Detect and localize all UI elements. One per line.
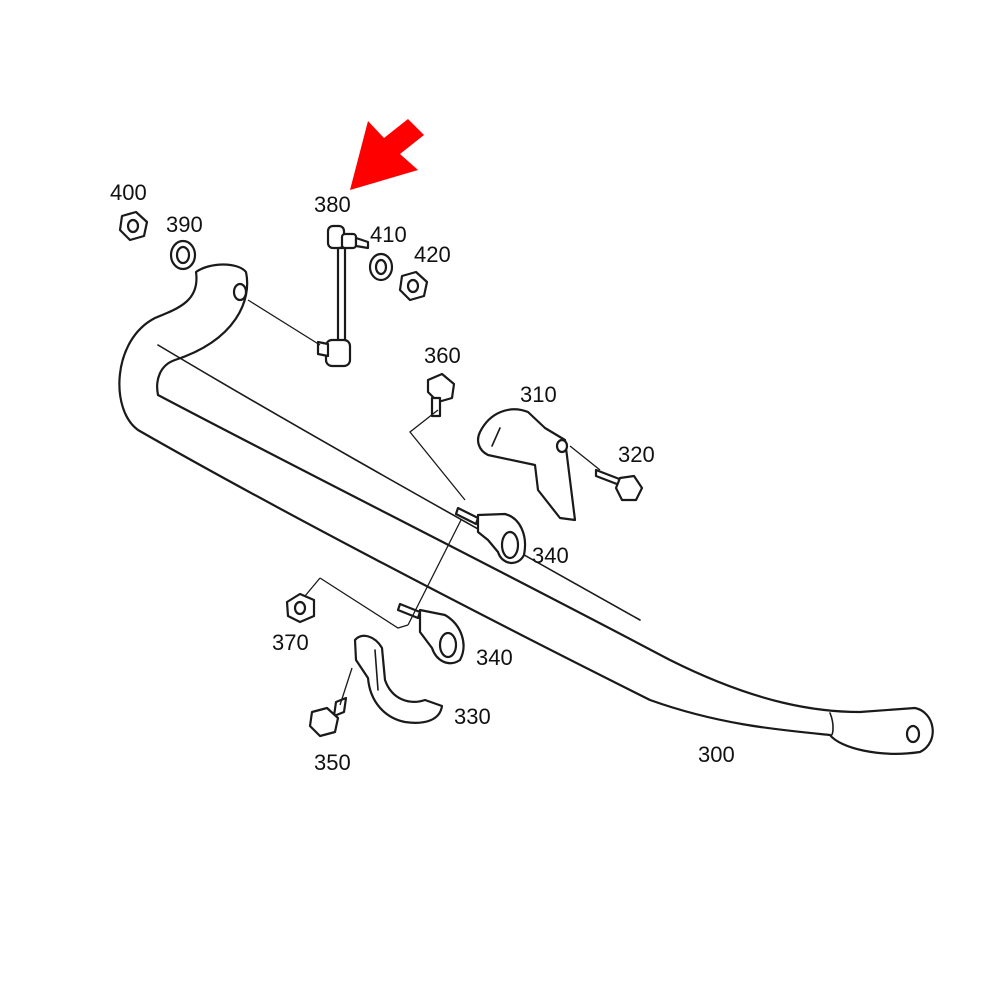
callout-340-lower: 340 [476, 645, 513, 670]
callout-330: 330 [454, 704, 491, 729]
callout-420: 420 [414, 242, 451, 267]
callout-350: 350 [314, 750, 351, 775]
callout-380: 380 [314, 192, 351, 217]
washer-390 [169, 239, 197, 271]
bolt-320 [594, 468, 644, 502]
bolt-350 [308, 696, 348, 738]
bushing-340-upper [454, 506, 527, 564]
bushing-340-lower [396, 602, 465, 665]
stabilizer-bar-300 [118, 263, 934, 755]
callout-340-upper: 340 [532, 543, 569, 568]
callout-390: 390 [166, 212, 203, 237]
callout-320: 320 [618, 442, 655, 467]
highlight-arrow [350, 119, 424, 190]
leader-lines [247, 299, 601, 706]
stabilizer-link-380 [316, 224, 370, 368]
callout-410: 410 [370, 222, 407, 247]
nut-370 [285, 592, 316, 624]
nut-400 [118, 210, 149, 242]
nut-420 [398, 270, 429, 302]
callout-300: 300 [698, 742, 735, 767]
callout-370: 370 [272, 630, 309, 655]
callout-360: 360 [424, 343, 461, 368]
callout-400: 400 [110, 180, 147, 205]
clamp-330 [353, 634, 444, 724]
bolt-360 [426, 372, 456, 418]
bracket-310 [477, 408, 577, 522]
washer-410 [368, 252, 394, 282]
callout-310: 310 [520, 382, 557, 407]
